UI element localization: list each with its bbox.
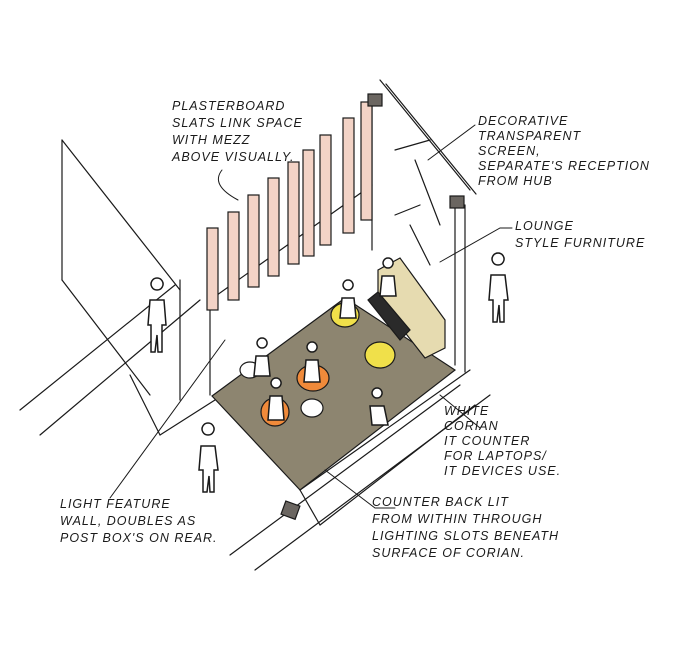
note-line: LOUNGE xyxy=(515,219,574,233)
note-line: LIGHT FEATURE xyxy=(60,497,171,511)
leader-lines xyxy=(109,124,513,509)
column-right xyxy=(449,195,465,209)
note-line: TRANSPARENT xyxy=(478,129,582,143)
note-line: ABOVE VISUALLY. xyxy=(172,150,295,164)
column-bottom xyxy=(280,500,301,521)
floor xyxy=(211,297,457,491)
note-line: SLATS LINK SPACE xyxy=(172,116,303,130)
note-counter-back-lit: COUNTER BACK LIT FROM WITHIN THROUGH LIG… xyxy=(372,494,559,562)
note-line: STYLE FURNITURE xyxy=(515,236,646,250)
note-line: SCREEN, xyxy=(478,144,541,158)
note-line: FOR LAPTOPS/ xyxy=(444,449,547,463)
note-line: DECORATIVE xyxy=(478,114,569,128)
chair-yellow xyxy=(364,341,396,369)
note-line: WHITE xyxy=(444,404,490,418)
column-top xyxy=(367,93,383,107)
note-decorative-screen: DECORATIVE TRANSPARENT SCREEN, SEPARATE'… xyxy=(478,114,650,189)
plasterboard-slats xyxy=(206,101,373,311)
note-line: PLASTERBOARD xyxy=(172,99,286,113)
person-figures xyxy=(147,252,509,493)
note-line: LIGHTING SLOTS BENEATH xyxy=(372,529,560,543)
note-plasterboard-slats: PLASTERBOARD SLATS LINK SPACE WITH MEZZ … xyxy=(172,98,303,166)
note-line: IT DEVICES USE. xyxy=(444,464,562,478)
note-lounge-furniture: LOUNGE STYLE FURNITURE xyxy=(515,218,645,252)
note-line: FROM HUB xyxy=(478,174,553,188)
note-light-feature-wall: LIGHT FEATURE WALL, DOUBLES AS POST BOX'… xyxy=(60,496,218,547)
note-line: WITH MEZZ xyxy=(172,133,251,147)
note-line: WALL, DOUBLES AS xyxy=(60,514,197,528)
note-line: CORIAN xyxy=(444,419,499,433)
ottoman xyxy=(300,398,324,418)
note-corian-counter: WHITE CORIAN IT COUNTER FOR LAPTOPS/ IT … xyxy=(444,404,561,479)
note-line: FROM WITHIN THROUGH xyxy=(372,512,543,526)
note-line: SURFACE OF CORIAN. xyxy=(372,546,525,560)
note-line: POST BOX'S ON REAR. xyxy=(60,531,218,545)
note-line: COUNTER BACK LIT xyxy=(372,495,509,509)
note-line: SEPARATE'S RECEPTION xyxy=(478,159,650,173)
note-line: IT COUNTER xyxy=(444,434,531,448)
